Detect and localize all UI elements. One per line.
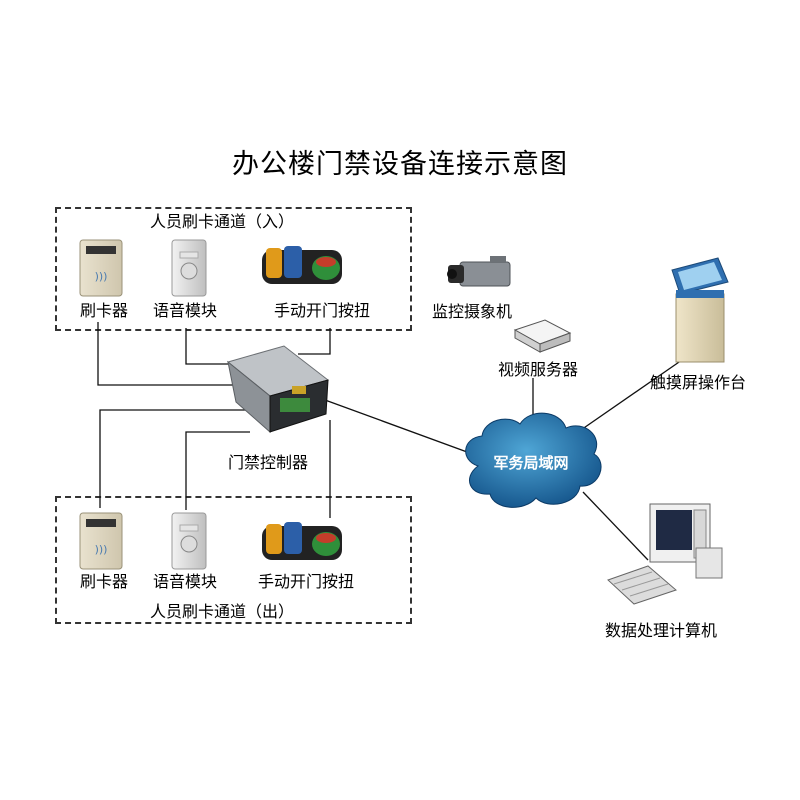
diagram-title: 办公楼门禁设备连接示意图 [232, 149, 568, 180]
exit-card-reader-label: 刷卡器 [80, 572, 129, 591]
wire-entry-voice [185, 328, 238, 365]
touch-kiosk-icon [671, 257, 729, 363]
camera-icon [447, 256, 511, 287]
video-server-icon [513, 319, 572, 353]
svg-text:))): ))) [95, 543, 108, 556]
entry-manual-button-icon [262, 246, 342, 284]
wire-exit-voice [185, 431, 250, 510]
access-controller-icon [226, 345, 330, 434]
entry-manual-button-label: 手动开门按扭 [274, 301, 371, 320]
video-server-label: 视频服务器 [498, 360, 579, 379]
exit-zone-label: 人员刷卡通道（出） [150, 602, 295, 621]
exit-zone-box [55, 496, 412, 624]
wire-computer-network [582, 491, 649, 561]
controller-label: 门禁控制器 [228, 453, 309, 472]
network-cloud-icon: 军务局域网 [465, 412, 602, 508]
entry-voice-module-icon [171, 239, 207, 297]
svg-text:))): ))) [95, 270, 108, 283]
wire-exit-reader [99, 409, 250, 508]
camera-label: 监控摄象机 [432, 302, 513, 321]
entry-card-reader-icon: ))) [79, 239, 123, 297]
exit-voice-module-label: 语音模块 [153, 572, 218, 591]
entry-zone-label: 人员刷卡通道（入） [150, 212, 295, 231]
exit-card-reader-icon: ))) [79, 512, 123, 570]
wire-entry-reader [97, 322, 250, 386]
entry-voice-module-label: 语音模块 [153, 301, 218, 320]
wire-controller-network [324, 399, 479, 457]
wire-entry-button [298, 328, 331, 355]
network-label: 军务局域网 [493, 454, 568, 472]
entry-card-reader-label: 刷卡器 [80, 301, 129, 320]
exit-manual-button-label: 手动开门按扭 [258, 572, 355, 591]
exit-voice-module-icon [171, 512, 207, 570]
exit-manual-button-icon [262, 522, 342, 560]
touch-console-label: 触摸屏操作台 [650, 373, 747, 392]
wire-kiosk-network [577, 359, 683, 433]
computer-icon [607, 503, 723, 605]
entry-zone-box [55, 207, 412, 331]
computer-label: 数据处理计算机 [605, 621, 718, 640]
